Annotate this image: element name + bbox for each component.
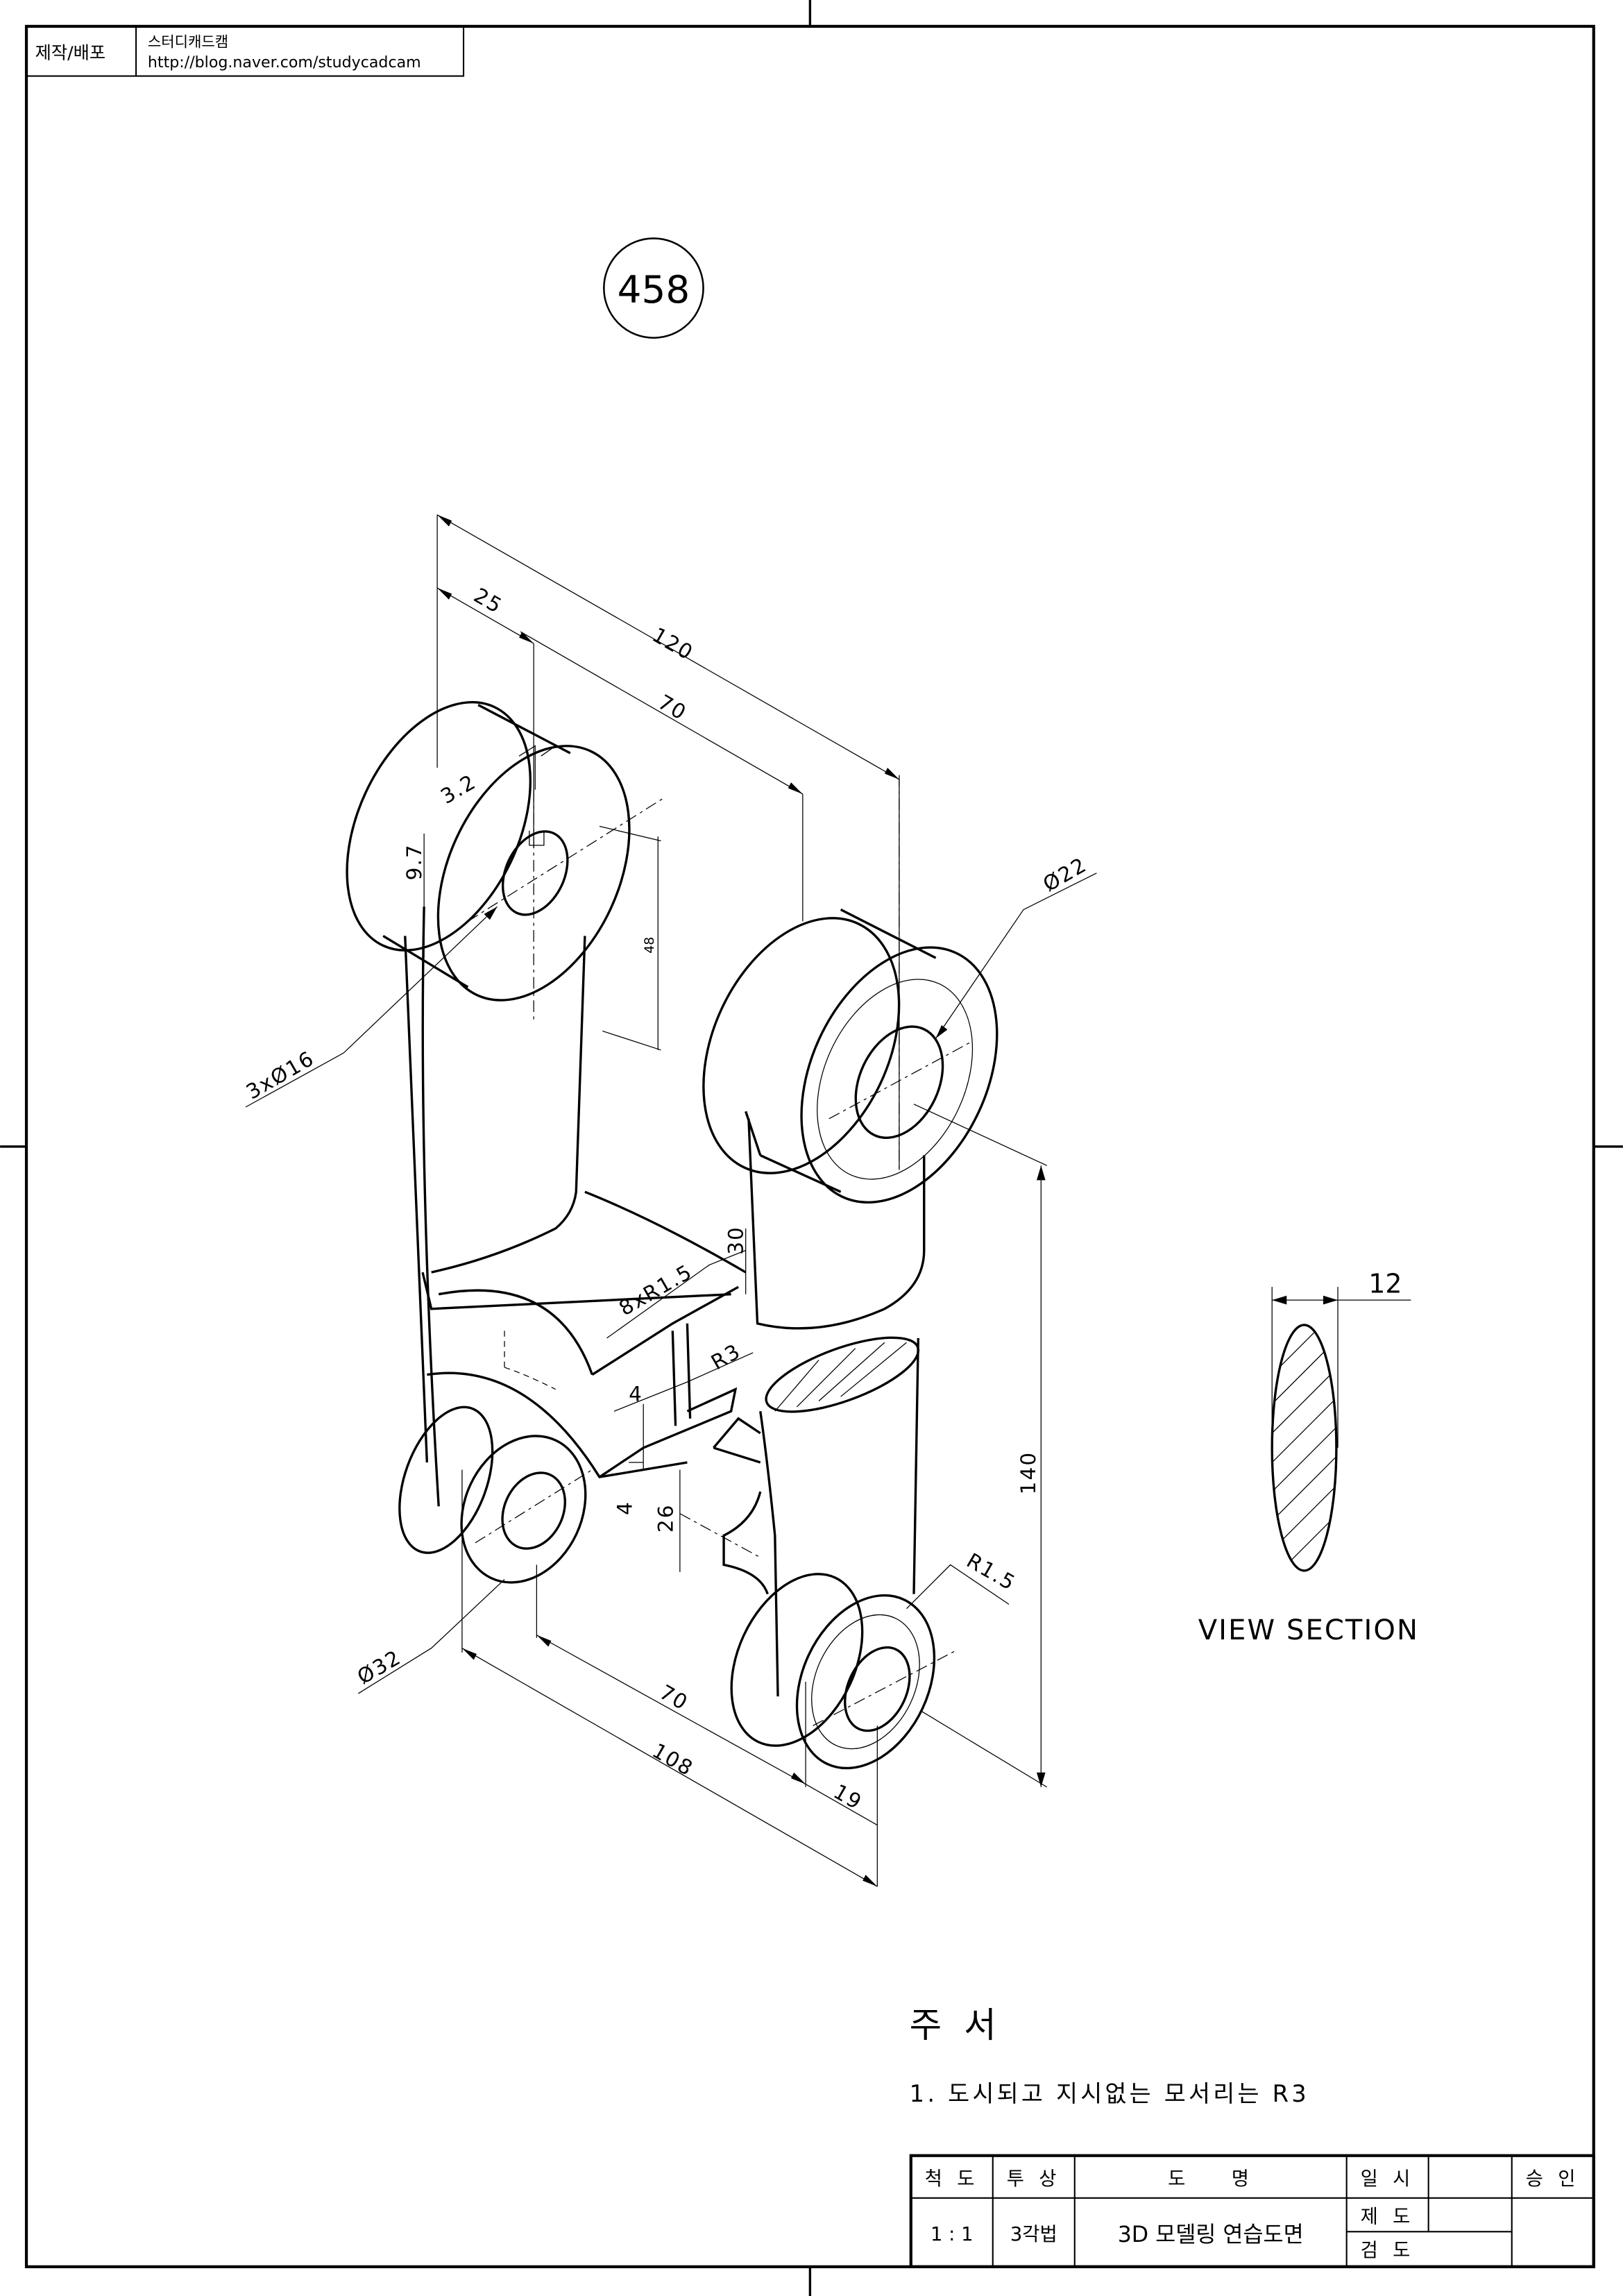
right-boss-back xyxy=(702,917,901,1174)
approval-header: 승 인 xyxy=(1526,2168,1580,2190)
dim-3-2: 3.2 xyxy=(436,770,480,809)
dim-70-top: 70 xyxy=(654,690,691,725)
bottom-left-hole xyxy=(501,1471,566,1550)
bottom-right-boss-front xyxy=(795,1594,936,1770)
dim-4b: 4 xyxy=(613,1501,636,1515)
drawing-number: 458 xyxy=(618,267,690,312)
dim-48: 48 xyxy=(642,937,657,954)
projection-header: 투 상 xyxy=(1007,2168,1061,2190)
scale-header: 척 도 xyxy=(925,2168,979,2190)
right-boss-front xyxy=(800,946,999,1204)
lower-right-arm xyxy=(713,1337,919,1697)
dim-22: Ø22 xyxy=(1039,852,1091,896)
right-boss-hole xyxy=(854,1025,944,1139)
author-name: 스터디캐드캠 xyxy=(148,33,228,50)
notes: 주 서 1. 도시되고 지시없는 모서리는 R3 xyxy=(910,2004,1309,2107)
view-section-label: VIEW SECTION xyxy=(1198,1614,1419,1646)
drawing-name: 3D 모델링 연습도면 xyxy=(1118,2222,1304,2247)
right-arm xyxy=(745,1111,926,1330)
author-box: 제작/배포 스터디캐드캠 http://blog.naver.com/study… xyxy=(25,25,465,77)
dimension-texts: 120 25 70 3.2 9.7 48 3xØ16 Ø22 30 8xR1.5… xyxy=(242,583,1091,1814)
bottom-left-boss-back xyxy=(398,1406,494,1554)
dimension-lines xyxy=(245,514,1339,1887)
dim-70-bottom: 70 xyxy=(656,1680,692,1715)
top-left-boss-front xyxy=(436,745,631,1002)
dim-holes: 3xØ16 xyxy=(242,1046,318,1104)
note-item: 1. 도시되고 지시없는 모서리는 R3 xyxy=(910,2080,1309,2107)
dim-19: 19 xyxy=(829,1780,866,1814)
lower-right-section-top xyxy=(765,1336,920,1413)
dim-108: 108 xyxy=(648,1739,697,1781)
dim-26: 26 xyxy=(654,1503,677,1533)
dim-25: 25 xyxy=(470,583,507,618)
name-header: 도 명 xyxy=(1168,2168,1253,2190)
dim-32: Ø32 xyxy=(353,1645,405,1689)
part-isometric xyxy=(346,701,999,1770)
top-left-boss-back xyxy=(346,701,532,952)
dim-30: 30 xyxy=(724,1226,747,1255)
bottom-right-hole xyxy=(844,1646,911,1732)
projection-value: 3각법 xyxy=(1010,2224,1057,2245)
notes-title: 주 서 xyxy=(910,2004,996,2045)
title-block: 척 도 투 상 도 명 일 시 승 인 1 : 1 3각법 3D 모델링 연습도… xyxy=(909,2154,1595,2268)
section-width-dim: 12 xyxy=(1368,1269,1402,1299)
author-url: http://blog.naver.com/studycadcam xyxy=(148,53,421,71)
author-label: 제작/배포 xyxy=(35,42,105,62)
sheet-border xyxy=(24,24,1595,2268)
bottom-right-boss-back xyxy=(730,1573,864,1747)
bottom-left-boss-front xyxy=(460,1435,587,1584)
left-arm xyxy=(404,906,747,1507)
dim-120: 120 xyxy=(648,623,697,665)
dim-r3: R3 xyxy=(707,1339,745,1374)
date-header: 일 시 xyxy=(1361,2168,1415,2190)
dim-r1-5: R1.5 xyxy=(962,1548,1020,1595)
view-section: 12 VIEW SECTION xyxy=(1198,1269,1419,1646)
checked-label: 검 도 xyxy=(1361,2240,1415,2261)
top-left-hole xyxy=(501,830,569,916)
dim-fillets: 8xR1.5 xyxy=(615,1260,697,1321)
drafted-label: 제 도 xyxy=(1361,2206,1415,2228)
dim-4a: 4 xyxy=(629,1383,643,1406)
dim-140: 140 xyxy=(1017,1451,1040,1495)
drawing-number-circle xyxy=(603,237,704,339)
scale-value: 1 : 1 xyxy=(931,2224,973,2245)
dim-9-7: 9.7 xyxy=(402,843,426,880)
